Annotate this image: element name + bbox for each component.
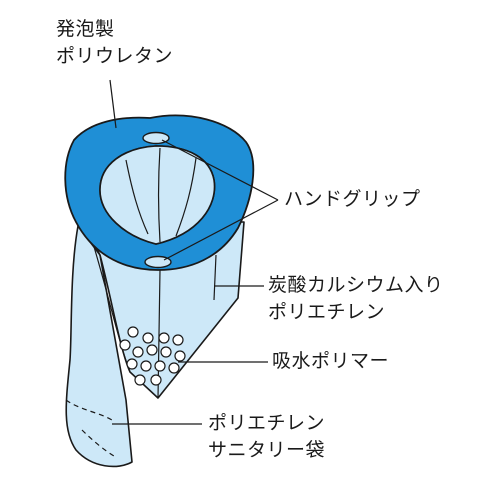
label-polymer: 吸水ポリマー (272, 348, 389, 375)
label-pe-calcium: 炭酸カルシウム入り ポリエチレン (268, 272, 444, 326)
label-hand-grip: ハンドグリップ (284, 186, 421, 213)
opening-pleat-left (125, 159, 149, 235)
bead (142, 332, 154, 344)
leader-lines (109, 79, 279, 425)
label-bag-line2: サニタリー袋 (208, 439, 326, 461)
label-foam-polyurethane: 発泡製 ポリウレタン (56, 16, 173, 70)
bead (132, 346, 144, 358)
bead (158, 332, 170, 344)
leader-foam (109, 79, 117, 129)
label-polymer-line1: 吸水ポリマー (272, 350, 390, 372)
cone-fold-right (213, 254, 217, 301)
label-pe-calcium-line1: 炭酸カルシウム入り (268, 274, 444, 296)
bead (154, 360, 166, 372)
bead (160, 346, 172, 358)
bead (168, 362, 180, 374)
opening-pleat-right (175, 157, 197, 237)
label-foam-line1: 発泡製 (56, 18, 115, 40)
bead (134, 374, 146, 386)
cone-fold-left (91, 239, 131, 373)
bead (172, 334, 184, 346)
bead (146, 344, 158, 356)
bead (140, 360, 152, 372)
label-sanitary-bag: ポリエチレン サニタリー袋 (208, 410, 325, 464)
sanitary-bag (65, 225, 133, 468)
bead (150, 374, 162, 386)
bead (174, 350, 186, 362)
bag-dashed-seam-2 (81, 429, 115, 457)
label-grip-line1: ハンドグリップ (284, 188, 421, 210)
bead (119, 339, 131, 351)
label-foam-line2: ポリウレタン (56, 45, 174, 67)
label-bag-line1: ポリエチレン (208, 412, 326, 434)
leader-grip-bottom (163, 199, 279, 261)
opening-pleat-center (157, 147, 161, 243)
bead (126, 358, 138, 370)
leader-grip-top (161, 139, 279, 201)
polymer-beads (119, 326, 186, 386)
bag-dashed-seam (65, 399, 113, 421)
bead (127, 326, 139, 338)
label-pe-calcium-line2: ポリエチレン (268, 301, 386, 323)
